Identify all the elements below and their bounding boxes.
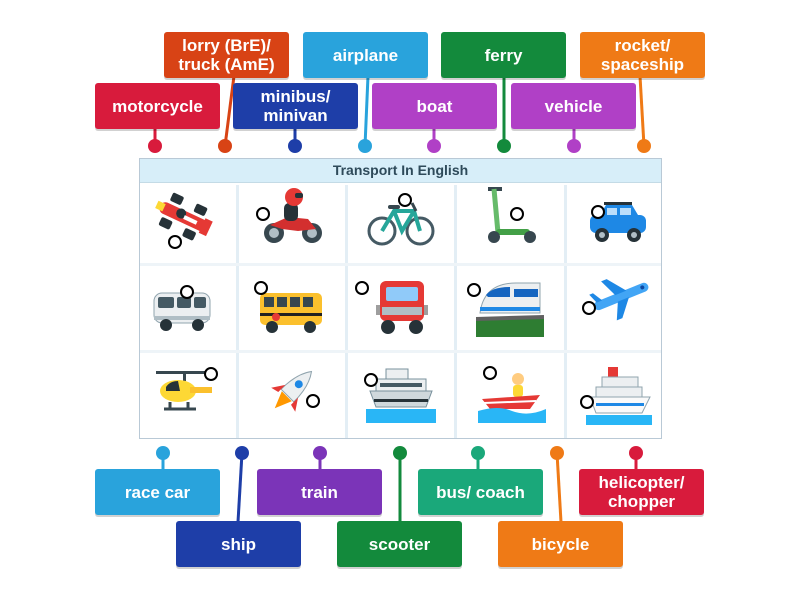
pin-bus <box>471 446 485 460</box>
grid-divider <box>140 263 661 266</box>
connector-airplane <box>363 75 370 147</box>
hotspot-cruise-ship[interactable] <box>580 395 594 409</box>
label-minibus[interactable]: minibus/ minivan <box>233 83 358 129</box>
hotspot-lorry[interactable] <box>355 281 369 295</box>
school-bus-icon <box>260 293 322 333</box>
airplane-icon <box>589 279 649 321</box>
pin-ship <box>235 446 249 460</box>
label-rocket[interactable]: rocket/ spaceship <box>580 32 705 78</box>
pin-minibus <box>288 139 302 153</box>
hotspot-bicycle[interactable] <box>398 193 412 207</box>
grid-divider <box>236 185 239 438</box>
lorry-icon <box>376 281 428 334</box>
hotspot-helicopter[interactable] <box>204 367 218 381</box>
label-ship[interactable]: ship <box>176 521 301 567</box>
label-ferry[interactable]: ferry <box>441 32 566 78</box>
grid-divider <box>140 350 661 353</box>
hotspot-train[interactable] <box>467 283 481 297</box>
label-train[interactable]: train <box>257 469 382 515</box>
pin-scooter <box>393 446 407 460</box>
grid-divider <box>454 185 457 438</box>
hotspot-scooter[interactable] <box>510 207 524 221</box>
pin-helicopter <box>629 446 643 460</box>
picture-board: Transport In English <box>139 158 662 439</box>
race-car-icon <box>155 192 213 241</box>
pin-bicycle <box>550 446 564 460</box>
label-racecar[interactable]: race car <box>95 469 220 515</box>
hotspot-school-bus[interactable] <box>254 281 268 295</box>
label-boat[interactable]: boat <box>372 83 497 129</box>
grid-divider <box>564 185 567 438</box>
hotspot-minivan[interactable] <box>180 285 194 299</box>
grid-divider <box>345 185 348 438</box>
pin-motorcycle <box>148 139 162 153</box>
label-scooter[interactable]: scooter <box>337 521 462 567</box>
pin-ferry <box>497 139 511 153</box>
pin-airplane <box>358 139 372 153</box>
helicopter-icon <box>156 371 212 411</box>
pin-racecar <box>156 446 170 460</box>
suv-car-icon <box>590 202 646 242</box>
ferry-icon <box>366 368 436 423</box>
label-helicopter[interactable]: helicopter/ chopper <box>579 469 704 515</box>
pin-vehicle <box>567 139 581 153</box>
bicycle-icon <box>367 202 435 246</box>
label-vehicle[interactable]: vehicle <box>511 83 636 129</box>
pin-rocket <box>637 139 651 153</box>
pin-boat <box>427 139 441 153</box>
label-airplane[interactable]: airplane <box>303 32 428 78</box>
connector-bicycle <box>555 452 563 523</box>
hotspot-speedboat[interactable] <box>483 366 497 380</box>
motorcycle-icon <box>264 188 322 243</box>
hotspot-airplane[interactable] <box>582 301 596 315</box>
label-motorcycle[interactable]: motorcycle <box>95 83 220 129</box>
hotspot-race-car[interactable] <box>168 235 182 249</box>
connector-ship <box>236 452 244 523</box>
hotspot-rocket[interactable] <box>306 394 320 408</box>
pin-train <box>313 446 327 460</box>
high-speed-train-icon <box>476 282 544 337</box>
label-lorry[interactable]: lorry (BrE)/ truck (AmE) <box>164 32 289 78</box>
label-bicycle[interactable]: bicycle <box>498 521 623 567</box>
board-title: Transport In English <box>140 159 661 183</box>
speedboat-icon <box>478 373 546 423</box>
connector-lorry <box>223 75 236 147</box>
rocket-icon <box>271 370 313 412</box>
label-bus[interactable]: bus/ coach <box>418 469 543 515</box>
hotspot-suv-car[interactable] <box>591 205 605 219</box>
hotspot-motorcycle[interactable] <box>256 207 270 221</box>
kick-scooter-icon <box>488 187 536 243</box>
hotspot-ferry[interactable] <box>364 373 378 387</box>
pin-lorry <box>218 139 232 153</box>
connector-rocket <box>638 75 646 147</box>
cruise-ship-icon <box>586 367 652 425</box>
